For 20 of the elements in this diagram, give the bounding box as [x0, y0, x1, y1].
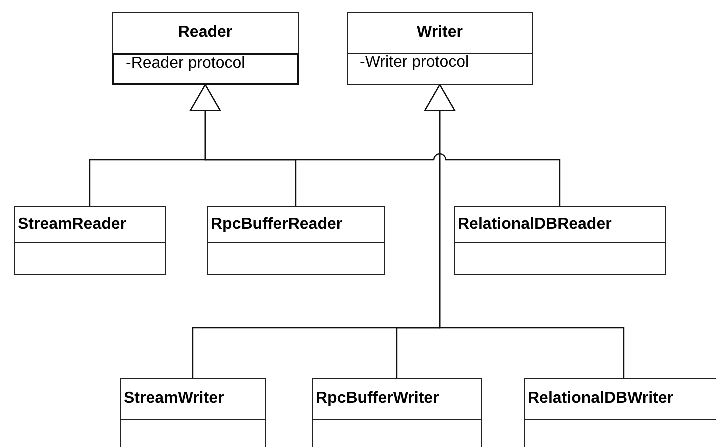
class-box [312, 378, 482, 447]
class-box [454, 206, 666, 275]
class-box [120, 378, 266, 447]
class-name: RpcBufferWriter [316, 390, 440, 408]
attribute-text: -Reader protocol [126, 55, 246, 73]
class-name: Reader [178, 24, 233, 42]
class-name: StreamWriter [124, 390, 224, 408]
class-box [14, 206, 166, 275]
attribute-text: -Writer protocol [360, 54, 470, 72]
class-name: StreamReader [18, 216, 126, 234]
class-name: Writer [417, 24, 463, 42]
class-box [347, 12, 533, 85]
inheritance-arrow [424, 84, 625, 378]
class-name: RelationalDBReader [458, 216, 612, 234]
class-box [524, 378, 716, 447]
class-name: RelationalDBWriter [528, 390, 674, 408]
class-box [112, 12, 299, 85]
inheritance-arrow [190, 84, 561, 206]
class-box [207, 206, 385, 275]
class-name: RpcBufferReader [211, 216, 343, 234]
